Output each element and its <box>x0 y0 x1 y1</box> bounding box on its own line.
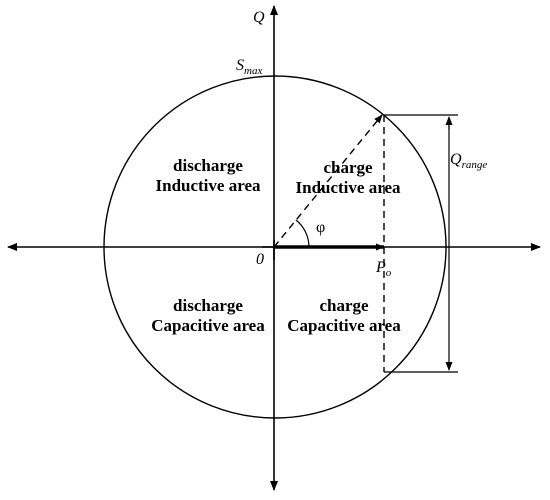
phi-label: φ <box>316 219 326 236</box>
region-lower-right-line2: Capacitive area <box>287 316 401 335</box>
region-upper-right: charge Inductive area <box>282 158 414 198</box>
region-upper-left-line2: Inductive area <box>155 176 261 195</box>
apparent-power-vector <box>273 114 383 248</box>
region-upper-left: discharge Inductive area <box>142 156 274 196</box>
region-upper-left-line1: discharge <box>173 156 243 175</box>
origin-label: 0 <box>256 251 264 268</box>
region-lower-right-line1: charge <box>319 296 369 315</box>
q-axis-label: Q <box>253 9 265 26</box>
region-lower-right: charge Capacitive area <box>270 296 418 336</box>
region-lower-left-line1: discharge <box>173 296 243 315</box>
region-lower-left: discharge Capacitive area <box>134 296 282 336</box>
region-upper-right-line2: Inductive area <box>295 178 401 197</box>
phi-angle-arc <box>295 219 310 248</box>
po-label: Po <box>376 259 392 279</box>
smax-label: Smax <box>236 57 263 77</box>
region-lower-left-line2: Capacitive area <box>151 316 265 335</box>
region-upper-right-line1: charge <box>323 158 373 177</box>
qrange-label: Qrange <box>450 151 488 171</box>
